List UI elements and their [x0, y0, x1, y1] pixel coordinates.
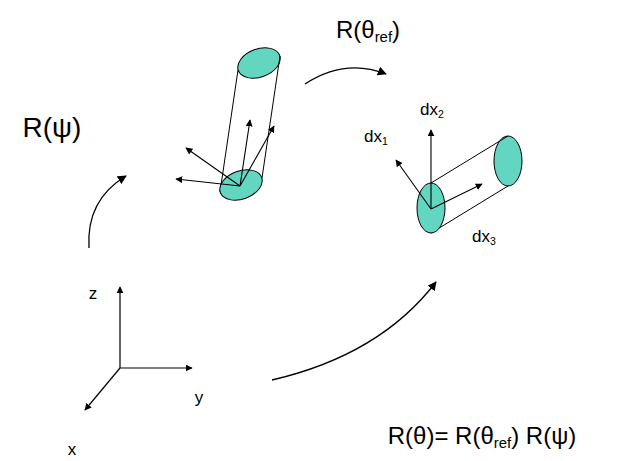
axis-label: dx2: [420, 101, 444, 118]
axis-label: x: [68, 441, 77, 458]
rotation-label: R(θref): [336, 18, 400, 42]
rotation-arrow: [305, 68, 386, 84]
axis-label: dx3: [472, 228, 496, 245]
axis-label: dx1: [364, 128, 388, 145]
tilted-cylinder: [176, 42, 284, 205]
rotation-arrow: [272, 282, 436, 380]
equation-label: R(θ)= R(θref) R(ψ): [388, 424, 576, 448]
rotation-arrow: [89, 176, 126, 248]
rotation-label: R(ψ): [23, 114, 82, 142]
aligned-cylinder: [396, 130, 522, 233]
axis-label: z: [89, 285, 98, 302]
reference-axes: [85, 287, 192, 410]
axis-label: y: [195, 389, 204, 406]
